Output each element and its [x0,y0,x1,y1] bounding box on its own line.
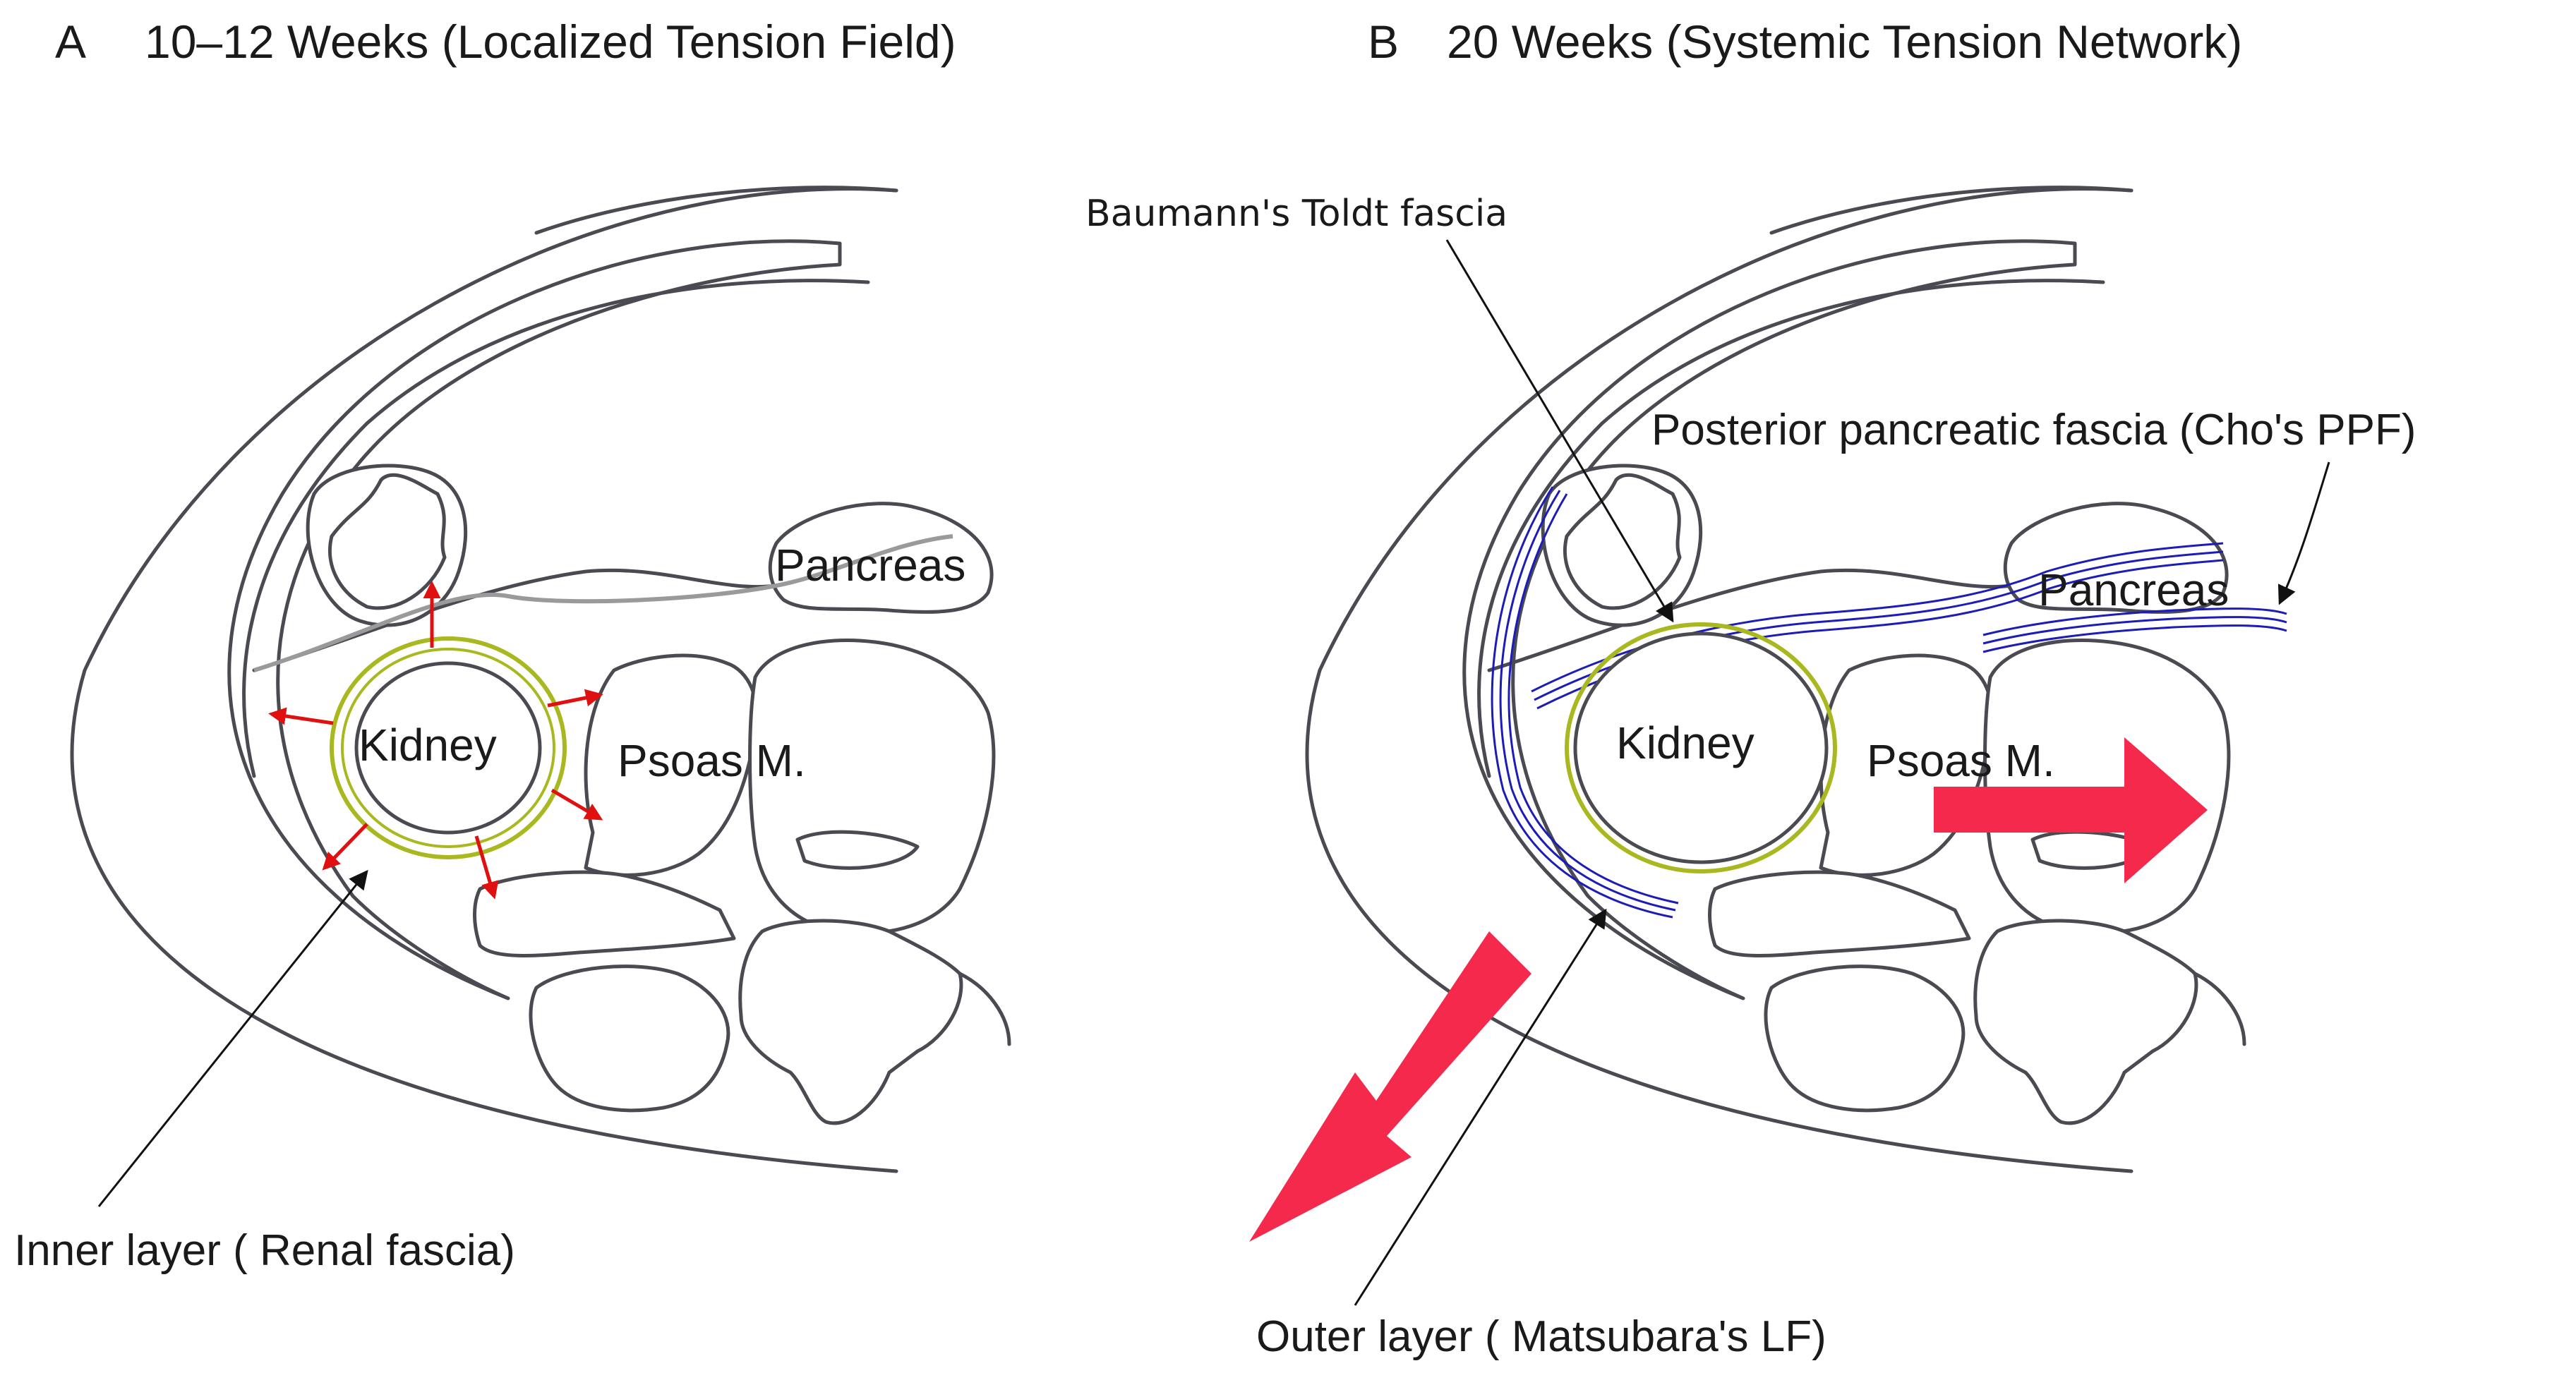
panel-b-callout-label: Outer layer ( Matsubara's LF) [1256,1312,1826,1361]
tension-arrow [474,835,499,900]
panel-a-psoas-label: Psoas M. [618,735,806,786]
panel-b-pancreas-label: Pancreas [2038,564,2229,615]
panel-b-ppf-label: Posterior pancreatic fascia (Cho's PPF) [1651,406,2416,454]
panel-b-kidney-label: Kidney [1616,718,1755,768]
tension-arrow [322,823,368,871]
panel-b-ppf-leader [2277,461,2330,605]
panel-b-title: 20 Weeks (Systemic Tension Network) [1447,16,2242,68]
panel-a-kidney-label: Kidney [359,720,497,770]
panel-a-renal-fascia [330,636,567,859]
panel-a-kidney [354,661,542,835]
panel-b-kidney [1573,631,1829,864]
tension-arrow [268,707,334,725]
panel-a: A 10–12 Weeks (Localized Tension Field) … [14,16,1009,1275]
panel-b-callout-leader [1354,908,1607,1306]
panel-a-callout-label: Inner layer ( Renal fascia) [14,1226,515,1275]
panel-b: B 20 Weeks (Systemic Tension Network) Ki… [1085,16,2416,1361]
panel-a-peritoneal-line [253,534,953,672]
panel-b-toldt-leader [1445,239,1674,623]
panel-b-fascia-network [1491,486,2287,919]
panel-a-callout-leader [97,869,368,1207]
panel-a-letter: A [55,16,86,68]
tension-arrow [550,788,603,821]
panel-b-psoas-label: Psoas M. [1867,735,2055,786]
lateral-pull-arrow [1934,737,2208,883]
panel-b-renal-fascia [1565,622,1837,873]
posterior-pull-arrow [1249,931,1531,1242]
tension-arrow [547,689,603,708]
panel-a-pancreas-label: Pancreas [775,540,965,591]
panel-a-tension-arrows [268,581,603,900]
panel-a-title: 10–12 Weeks (Localized Tension Field) [145,16,956,68]
panel-b-letter: B [1368,16,1399,68]
panel-b-toldt-label: Baumann's Toldt fascia [1085,193,1507,235]
